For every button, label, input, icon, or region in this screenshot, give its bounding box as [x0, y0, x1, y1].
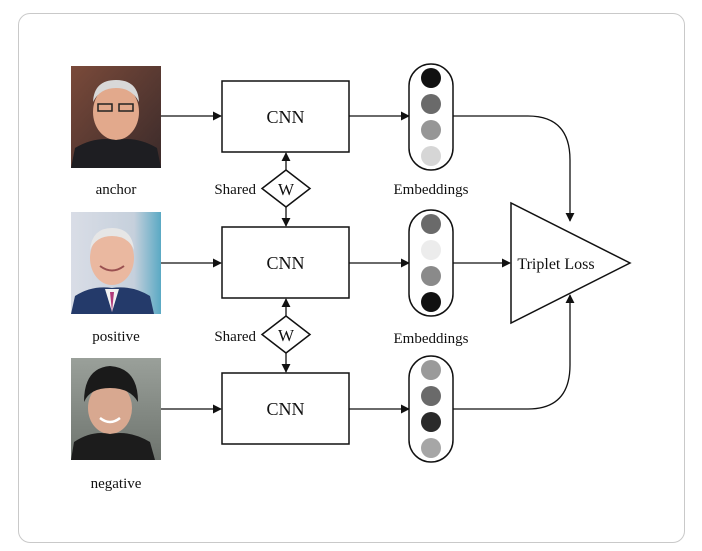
- positive-photo: [71, 212, 161, 314]
- embedding-unit: [421, 120, 441, 140]
- weight-symbol: W: [278, 326, 295, 345]
- cnn-box-anchor: CNN: [221, 80, 350, 153]
- embedding-unit: [421, 214, 441, 234]
- shared-label: Shared: [214, 182, 256, 198]
- shared-weights-top: W Shared: [214, 152, 312, 227]
- embedding-unit: [421, 292, 441, 312]
- embedding-unit: [421, 94, 441, 114]
- shared-weights-bottom: W Shared: [214, 298, 312, 373]
- embedding-unit: [421, 360, 441, 380]
- cnn-box-negative: CNN: [221, 372, 350, 445]
- negative-label: negative: [91, 476, 142, 492]
- triplet-loss-node: Triplet Loss: [510, 201, 632, 325]
- embedding-unit: [421, 266, 441, 286]
- anchor-label: anchor: [96, 182, 137, 198]
- shared-label: Shared: [214, 329, 256, 345]
- negative-photo: [71, 358, 161, 460]
- positive-label: positive: [92, 329, 140, 345]
- cnn-label: CNN: [266, 399, 304, 419]
- cnn-label: CNN: [266, 253, 304, 273]
- embeddings-label: Embeddings: [394, 331, 469, 347]
- embedding-unit: [421, 438, 441, 458]
- triplet-loss-label: Triplet Loss: [517, 256, 594, 273]
- weight-symbol: W: [278, 180, 295, 199]
- embedding-unit: [421, 68, 441, 88]
- embeddings-label: Embeddings: [394, 182, 469, 198]
- arrow-anchor-to-loss: [453, 115, 575, 222]
- embedding-unit: [421, 240, 441, 260]
- cnn-label: CNN: [266, 107, 304, 127]
- anchor-photo: [71, 66, 161, 168]
- arrow-negative-to-loss: [453, 294, 575, 410]
- embedding-vector-anchor: [408, 63, 454, 171]
- embedding-vector-negative: [408, 355, 454, 463]
- embedding-unit: [421, 412, 441, 432]
- embedding-vector-positive: [408, 209, 454, 317]
- cnn-box-positive: CNN: [221, 226, 350, 299]
- embedding-unit: [421, 146, 441, 166]
- embedding-unit: [421, 386, 441, 406]
